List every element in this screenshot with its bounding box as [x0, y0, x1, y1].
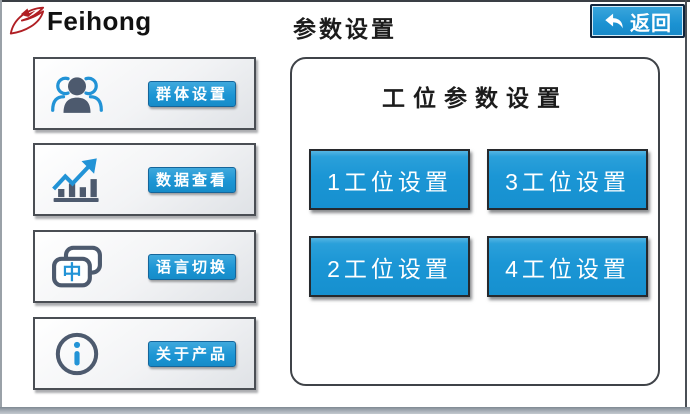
- feihong-logo-icon: [8, 3, 45, 40]
- back-button-label: 返回: [630, 12, 672, 35]
- bezel-bottom: [0, 407, 690, 414]
- about-product-button[interactable]: 关于产品: [147, 340, 236, 367]
- sidebar-item-language-switch[interactable]: 中 语言切换: [33, 230, 256, 303]
- page-title: 参数设置: [293, 16, 397, 42]
- sidebar-item-data-view[interactable]: 数据查看: [33, 143, 256, 216]
- station-3-settings-button[interactable]: 3工位设置: [487, 149, 648, 210]
- language-glyph: 中: [62, 260, 81, 283]
- station-4-settings-button[interactable]: 4工位设置: [487, 236, 648, 297]
- panel-title: 工位参数设置: [382, 85, 568, 111]
- sidebar-item-group-settings[interactable]: 群体设置: [33, 57, 256, 130]
- station-1-settings-button[interactable]: 1工位设置: [309, 149, 470, 210]
- language-switch-button[interactable]: 语言切换: [147, 253, 236, 280]
- station-parameter-panel: 工位参数设置 1工位设置 3工位设置 2工位设置 4工位设置: [290, 57, 660, 386]
- station-2-settings-button[interactable]: 2工位设置: [309, 236, 470, 297]
- data-view-button[interactable]: 数据查看: [147, 166, 236, 193]
- bezel-right: [685, 0, 687, 414]
- bezel-top: [0, 0, 690, 2]
- info-icon: [48, 328, 106, 380]
- group-icon: [48, 68, 106, 120]
- back-button[interactable]: 返回: [590, 4, 685, 38]
- sidebar-item-about-product[interactable]: 关于产品: [33, 317, 256, 390]
- group-settings-button[interactable]: 群体设置: [147, 80, 236, 107]
- brand-text: Feihong: [47, 6, 152, 36]
- language-icon: 中: [48, 241, 106, 293]
- bar-chart-icon: [48, 154, 106, 206]
- back-arrow-icon: [605, 13, 623, 29]
- bezel-left: [0, 0, 2, 414]
